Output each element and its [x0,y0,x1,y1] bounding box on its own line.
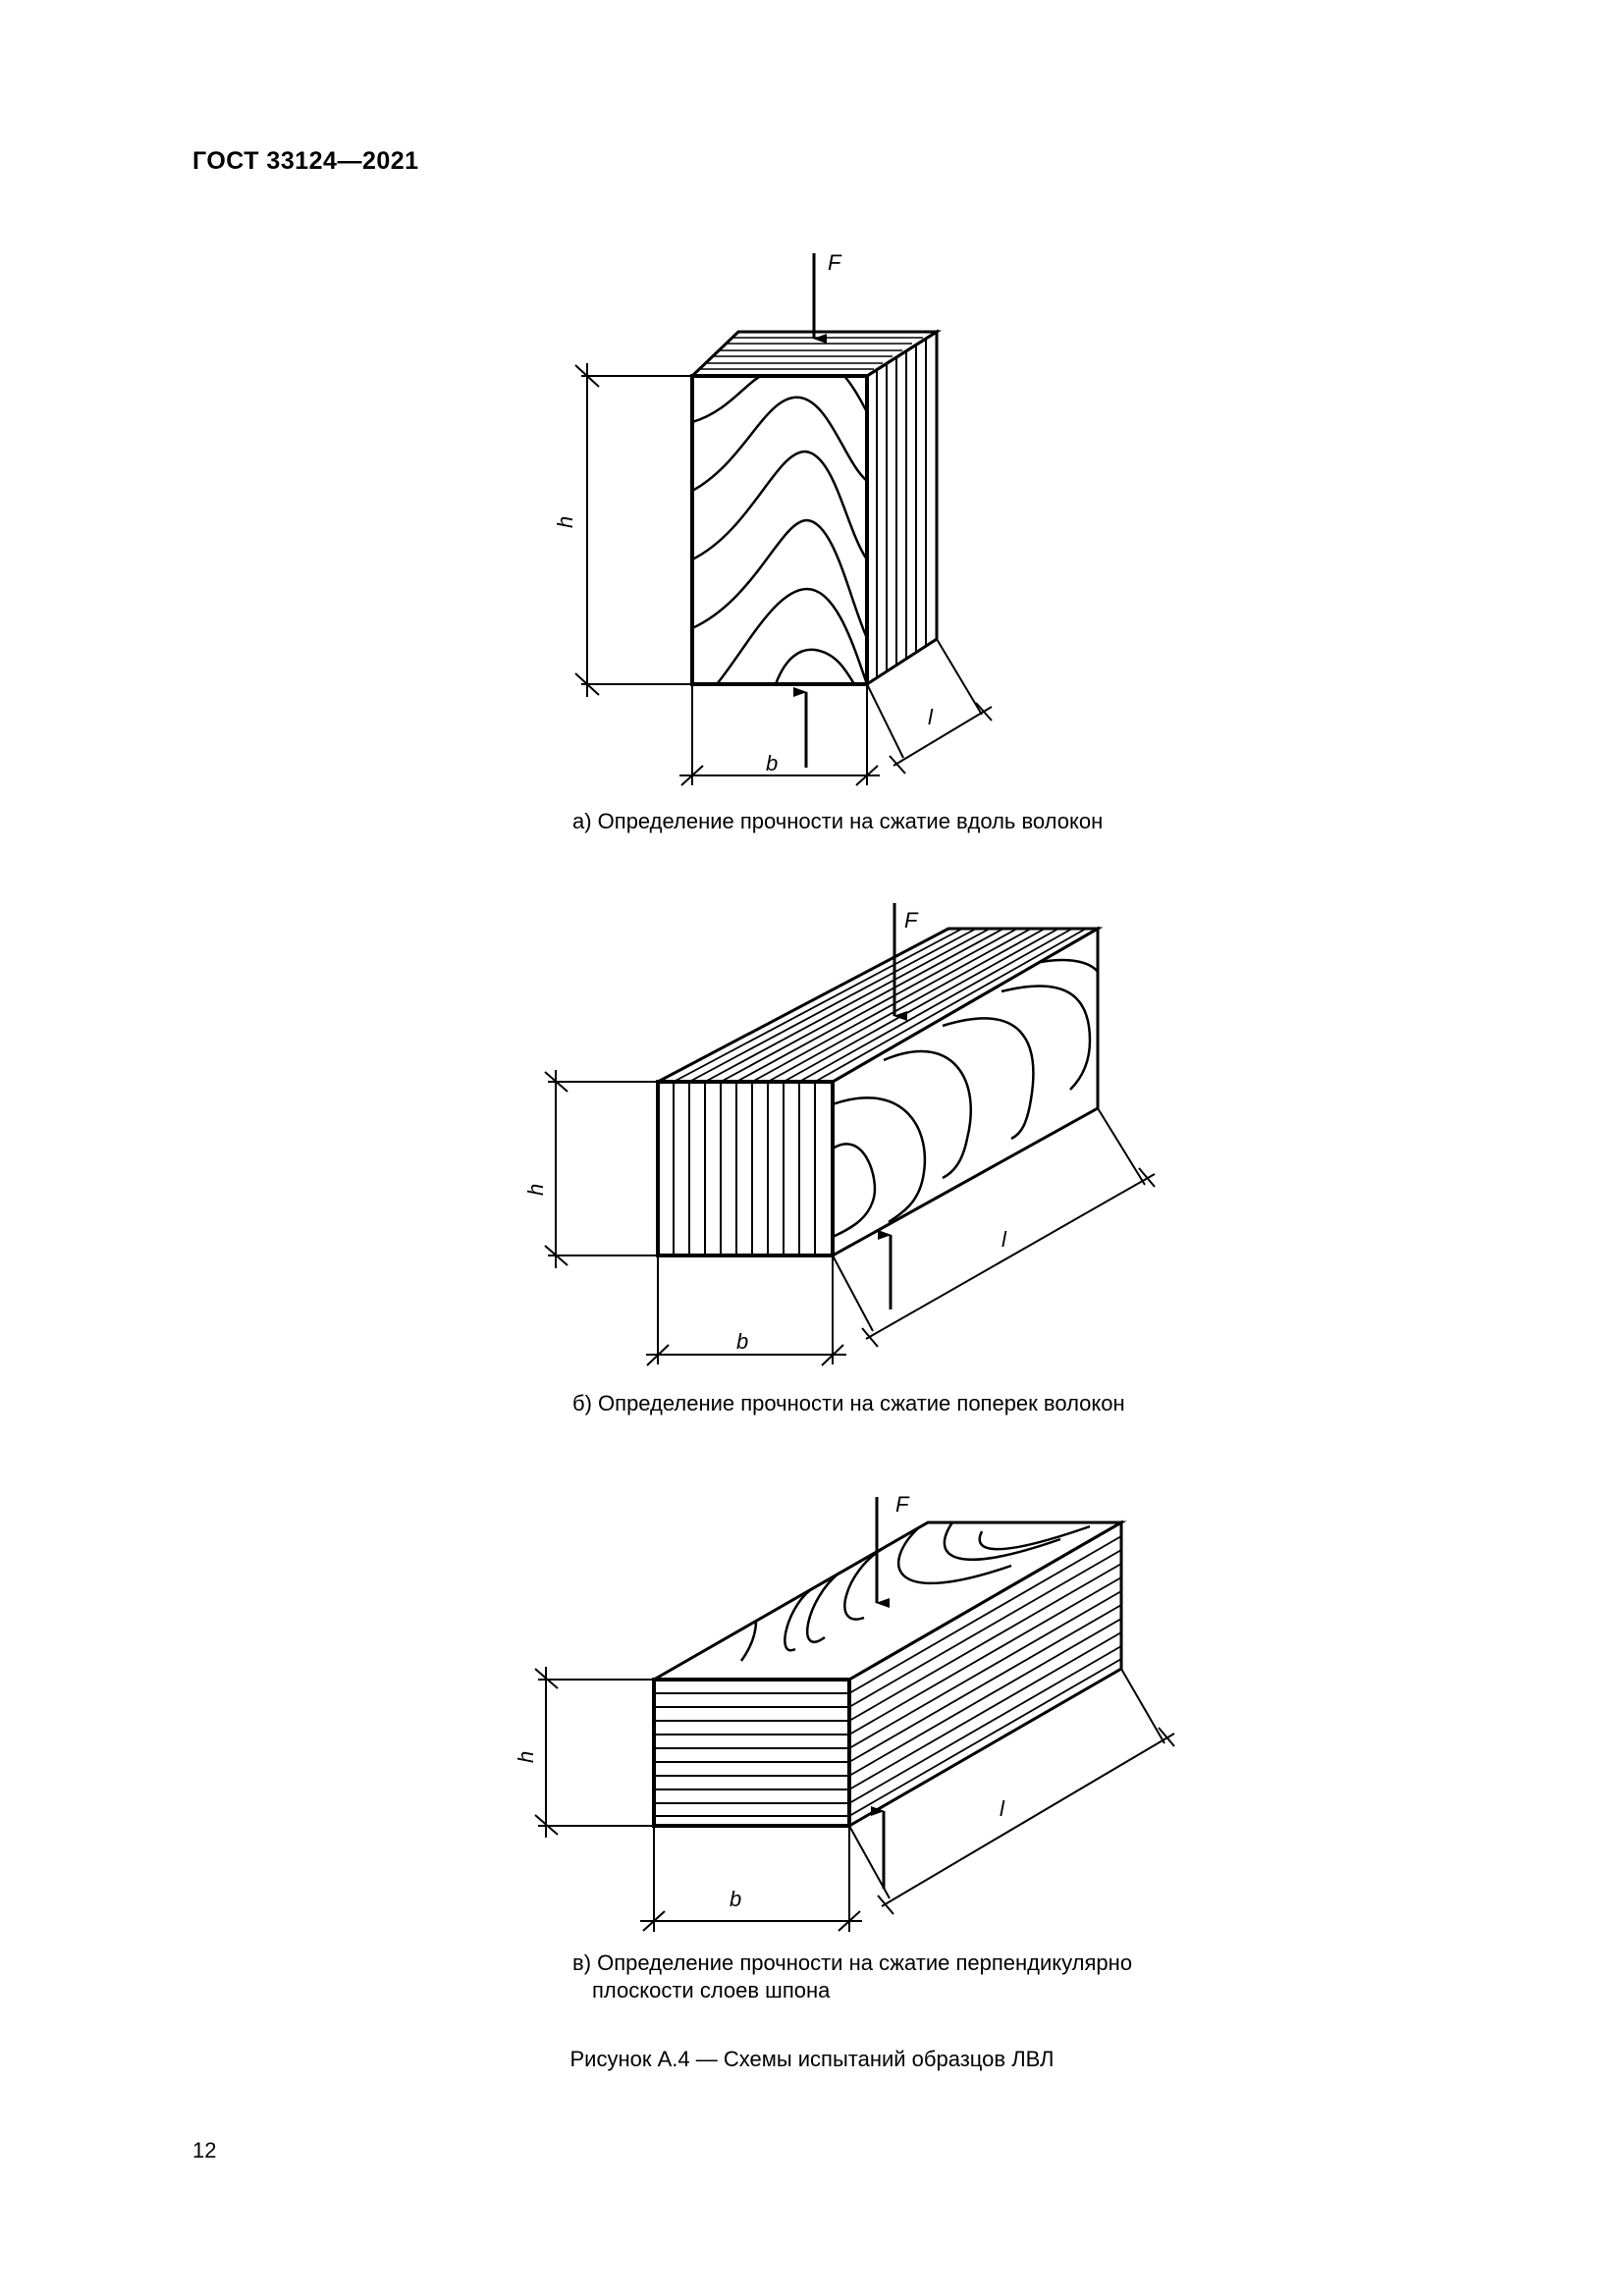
figure-a-dimensions [574,253,993,786]
figure-b-width-label: b [736,1329,748,1354]
figure-b-dimensions [544,903,1156,1366]
document-header: ГОСТ 33124—2021 [192,147,419,175]
figure-a-length-label: l [928,705,934,729]
figure-c-specimen [652,1520,1127,1828]
figure-b-specimen [656,926,1104,1257]
figure-a-force-label: F [828,250,842,275]
figure-c-dimensions [534,1497,1175,1932]
figure-c-width-label: b [730,1887,741,1911]
figure-b-caption: б) Определение прочности на сжатие попер… [572,1391,1125,1415]
figure-b-force-label: F [904,908,919,933]
figure-c-length-label: l [1000,1796,1005,1821]
figure-b-height-label: h [523,1184,548,1196]
figure-title: Рисунок А.4 — Схемы испытаний образцов Л… [569,2047,1055,2071]
figure-c-caption-line2: плоскости слоев шпона [592,1978,831,2002]
figure-b-length-label: l [1001,1227,1007,1252]
figure-c-height-label: h [514,1751,538,1763]
figure-c-caption-line1: в) Определение прочности на сжатие перпе… [572,1950,1133,1975]
figure-a-width-label: b [766,751,778,775]
figure-a-specimen [690,329,943,686]
page-number: 12 [192,2138,217,2163]
figure-a-caption: а) Определение прочности на сжатие вдоль… [572,809,1104,833]
figure-c-force-label: F [895,1492,910,1517]
figure-a-height-label: h [553,516,577,528]
